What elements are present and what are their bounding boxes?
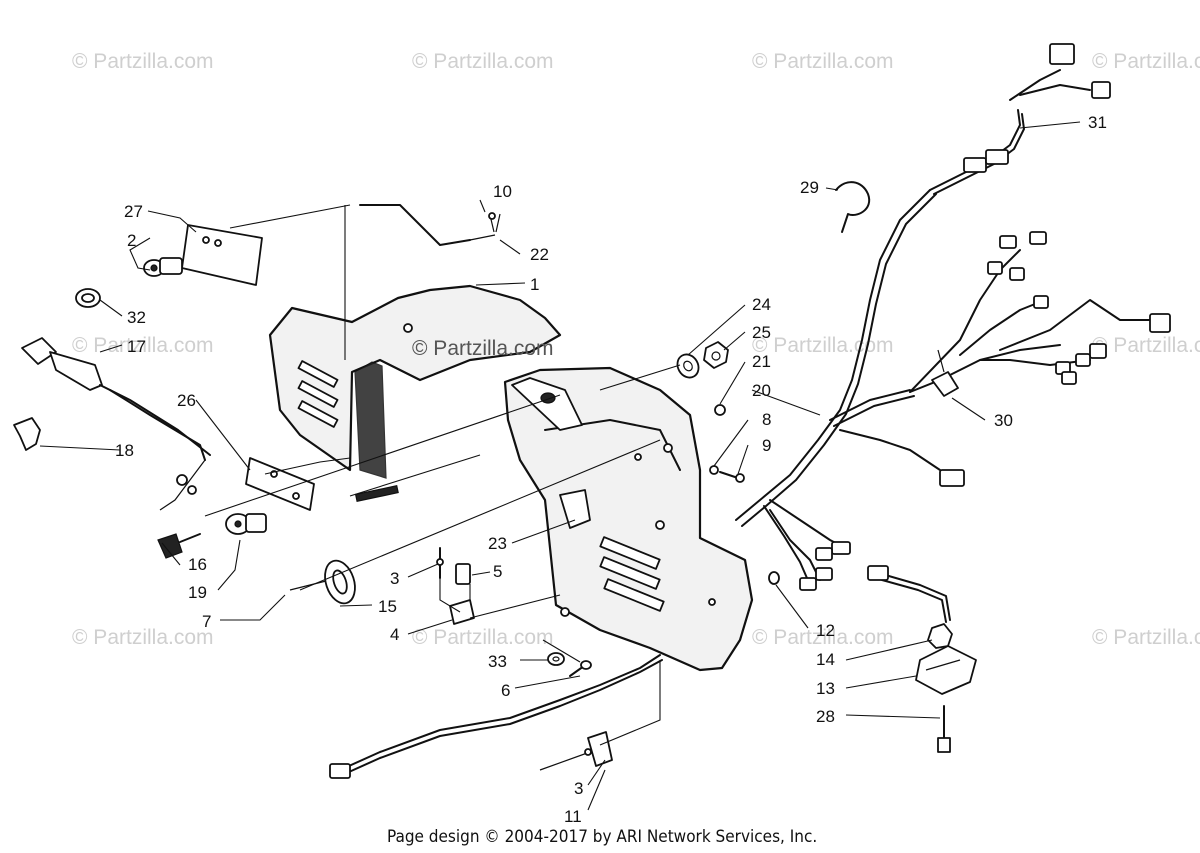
callout-2: 2: [127, 231, 136, 250]
watermark: © Partzilla.com: [752, 626, 894, 649]
callout-29: 29: [800, 178, 819, 197]
callout-25: 25: [752, 323, 771, 342]
washer-33: [547, 652, 565, 666]
callout-9: 9: [762, 436, 771, 455]
callout-15: 15: [378, 597, 397, 616]
callout-11: 11: [564, 807, 582, 826]
grommet-15: [324, 559, 356, 605]
callout-10: 10: [493, 182, 512, 201]
callout-30: 30: [994, 411, 1013, 430]
bolt-28: [937, 705, 951, 753]
harness-13-14: [867, 565, 951, 623]
harness-31: [929, 43, 1111, 195]
lower-harness: [329, 654, 663, 779]
callout-32: 32: [127, 308, 146, 327]
callout-12: 12: [816, 621, 835, 640]
callout-21: 21: [752, 352, 771, 371]
callout-3-upper: 3: [390, 569, 399, 588]
callout-leaders: [39, 121, 1081, 811]
lever-18: [13, 417, 41, 451]
callout-16: 16: [188, 555, 207, 574]
console-panel: [268, 284, 754, 672]
nut-24: [676, 353, 700, 379]
callout-22: 22: [530, 245, 549, 264]
nut-14: [927, 623, 953, 649]
clip-5: [455, 563, 471, 585]
watermark: © Partzilla.com: [412, 626, 554, 649]
callout-31: 31: [1088, 113, 1107, 132]
clamp-29: [835, 181, 871, 233]
plate-27: [181, 224, 263, 286]
callout-6: 6: [501, 681, 510, 700]
watermark: © Partzilla.com: [752, 334, 894, 357]
callout-17: 17: [127, 337, 146, 356]
screw-9: [719, 471, 745, 483]
callout-26: 26: [177, 391, 196, 410]
ignition-19: [225, 513, 267, 535]
watermark: © Partzilla.com: [1092, 50, 1200, 73]
clip-30: [931, 349, 959, 397]
watermark: © Partzilla.com: [412, 50, 554, 73]
guide-lines: [204, 204, 681, 746]
watermark: © Partzilla.com: [1092, 626, 1200, 649]
watermark-center: © Partzilla.com: [412, 337, 554, 360]
key-16: [157, 533, 201, 559]
watermark: © Partzilla.com: [72, 626, 214, 649]
callout-28: 28: [816, 707, 835, 726]
callout-3-lower: 3: [574, 779, 583, 798]
switch-11: [539, 731, 613, 771]
switch-2: [143, 257, 183, 277]
watermark: © Partzilla.com: [1092, 334, 1200, 357]
watermark: © Partzilla.com: [752, 50, 894, 73]
callout-4: 4: [390, 625, 399, 644]
washer-21: [714, 404, 726, 416]
hose-10: [359, 204, 501, 246]
callout-24: 24: [752, 295, 771, 314]
callout-18: 18: [115, 441, 134, 460]
watermark-layer: © Partzilla.com © Partzilla.com © Partzi…: [72, 50, 1200, 649]
footer-copyright: Page design © 2004-2017 by ARI Network S…: [387, 827, 817, 847]
wiring-harness-20: [735, 189, 1171, 591]
washer-8: [709, 465, 719, 475]
grommet-32: [75, 288, 101, 308]
callout-7: 7: [202, 612, 211, 631]
callout-23: 23: [488, 534, 507, 553]
bracket-4: [449, 599, 475, 625]
watermark: © Partzilla.com: [72, 334, 214, 357]
callout-19: 19: [188, 583, 207, 602]
callout-27: 27: [124, 202, 143, 221]
callout-14: 14: [816, 650, 835, 669]
callout-33: 33: [488, 652, 507, 671]
throttle-cable-17: [21, 337, 211, 511]
screw-6: [569, 660, 592, 677]
washer-12: [768, 571, 780, 585]
callout-20: 20: [752, 381, 771, 400]
callout-8: 8: [762, 410, 771, 429]
bracket-26: [245, 457, 315, 511]
watermark: © Partzilla.com: [72, 50, 214, 73]
callout-labels: 1 2 27 10 22 32 17 18 26 16 19 7 15 3 5 …: [115, 113, 1107, 826]
nut-25: [703, 341, 729, 369]
callout-13: 13: [816, 679, 835, 698]
callout-1: 1: [530, 275, 539, 294]
regulator-13: [915, 645, 977, 695]
callout-5: 5: [493, 562, 502, 581]
